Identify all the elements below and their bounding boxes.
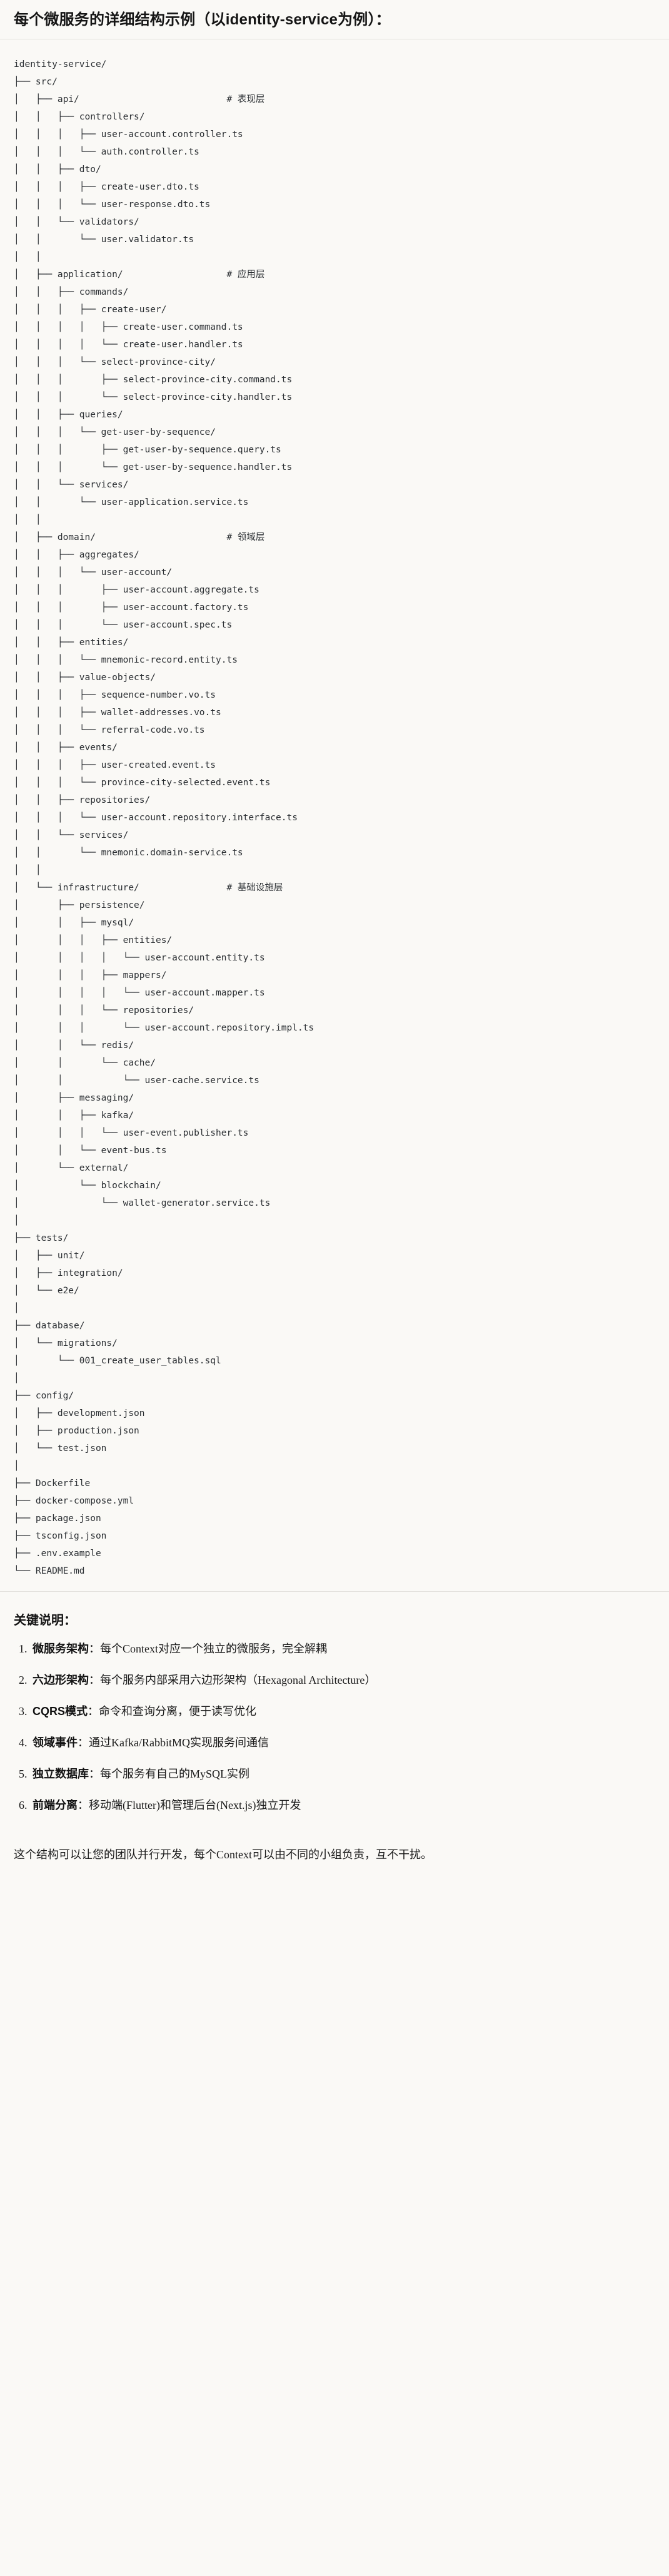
list-item: 前端分离：移动端(Flutter)和管理后台(Next.js)独立开发 <box>30 1797 655 1815</box>
list-item: 领域事件：通过Kafka/RabbitMQ实现服务间通信 <box>30 1734 655 1752</box>
note-term: 微服务架构 <box>33 1642 89 1656</box>
note-term: CQRS模式 <box>33 1705 88 1718</box>
note-separator: ： <box>88 1705 99 1718</box>
key-notes-list: 微服务架构：每个Context对应一个独立的微服务，完全解耦 六边形架构：每个服… <box>14 1641 655 1814</box>
document-page: 每个微服务的详细结构示例（以identity-service为例）： ident… <box>0 0 669 1874</box>
list-item: 独立数据库：每个服务有自己的MySQL实例 <box>30 1766 655 1783</box>
key-notes-section: 关键说明： 微服务架构：每个Context对应一个独立的微服务，完全解耦 六边形… <box>0 1598 669 1831</box>
list-item: 微服务架构：每个Context对应一个独立的微服务，完全解耦 <box>30 1641 655 1658</box>
note-description: 移动端(Flutter)和管理后台(Next.js)独立开发 <box>89 1798 301 1811</box>
note-description: 每个服务内部采用六边形架构（Hexagonal Architecture） <box>100 1674 376 1687</box>
list-item: CQRS模式：命令和查询分离，便于读写优化 <box>30 1703 655 1721</box>
directory-tree: identity-service/ ├── src/ │ ├── api/ # … <box>14 59 314 1577</box>
note-separator: ： <box>89 1642 100 1656</box>
note-description: 通过Kafka/RabbitMQ实现服务间通信 <box>89 1736 269 1749</box>
key-notes-heading: 关键说明： <box>14 1614 76 1628</box>
note-term: 前端分离 <box>33 1798 78 1811</box>
note-term: 六边形架构 <box>33 1674 89 1687</box>
note-description: 命令和查询分离，便于读写优化 <box>99 1705 257 1718</box>
closing-paragraph: 这个结构可以让您的团队并行开发，每个Context可以由不同的小组负责，互不干扰… <box>14 1848 432 1861</box>
note-separator: ： <box>89 1674 100 1687</box>
note-term: 独立数据库 <box>33 1767 89 1780</box>
note-separator: ： <box>78 1736 89 1749</box>
note-description: 每个服务有自己的MySQL实例 <box>100 1767 250 1780</box>
note-description: 每个Context对应一个独立的微服务，完全解耦 <box>100 1642 327 1656</box>
note-term: 领域事件 <box>33 1736 78 1749</box>
note-separator: ： <box>89 1767 100 1780</box>
note-separator: ： <box>78 1798 89 1811</box>
page-title: 每个微服务的详细结构示例（以identity-service为例）： <box>14 11 391 28</box>
directory-tree-block: identity-service/ ├── src/ │ ├── api/ # … <box>0 39 669 1592</box>
list-item: 六边形架构：每个服务内部采用六边形架构（Hexagonal Architectu… <box>30 1672 655 1689</box>
notes-divider <box>0 1591 669 1592</box>
